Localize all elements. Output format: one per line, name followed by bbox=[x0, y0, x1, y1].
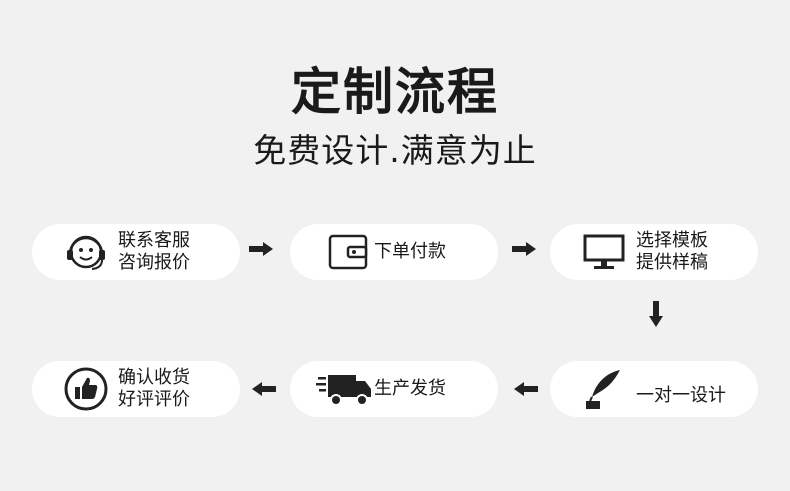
delivery-truck-icon bbox=[316, 365, 372, 413]
page-title: 定制流程 bbox=[291, 63, 499, 121]
step-line-1: 生产发货 bbox=[374, 378, 446, 399]
arrow-left-icon bbox=[514, 382, 538, 396]
arrow-right-icon bbox=[512, 242, 536, 256]
step-choose-template: 选择模板 提供样稿 bbox=[550, 224, 758, 280]
quill-pen-ink-icon bbox=[580, 365, 628, 413]
step-line-1: 一对一设计 bbox=[636, 385, 726, 406]
arrow-right-icon bbox=[249, 242, 273, 256]
step-confirm-review: 确认收货 好评评价 bbox=[32, 361, 240, 417]
monitor-icon bbox=[580, 228, 628, 276]
arrow-left-icon bbox=[252, 382, 276, 396]
step-line-1: 确认收货 bbox=[118, 367, 190, 388]
step-production-shipping: 生产发货 bbox=[290, 361, 498, 417]
page-subtitle: 免费设计.满意为止 bbox=[253, 131, 537, 170]
wallet-icon bbox=[324, 228, 372, 276]
step-line-1: 联系客服 bbox=[118, 230, 190, 251]
step-line-1: 下单付款 bbox=[374, 241, 446, 262]
step-contact-service: 联系客服 咨询报价 bbox=[32, 224, 240, 280]
step-line-1: 选择模板 bbox=[636, 230, 708, 251]
step-line-2: 提供样稿 bbox=[636, 252, 708, 273]
arrow-down-icon bbox=[649, 301, 663, 327]
step-line-2: 好评评价 bbox=[118, 389, 190, 410]
customer-service-headset-icon bbox=[62, 228, 110, 276]
thumbs-up-icon bbox=[62, 365, 110, 413]
step-order-payment: 下单付款 bbox=[290, 224, 498, 280]
step-one-on-one-design: 一对一设计 bbox=[550, 361, 758, 417]
step-line-2: 咨询报价 bbox=[118, 252, 190, 273]
